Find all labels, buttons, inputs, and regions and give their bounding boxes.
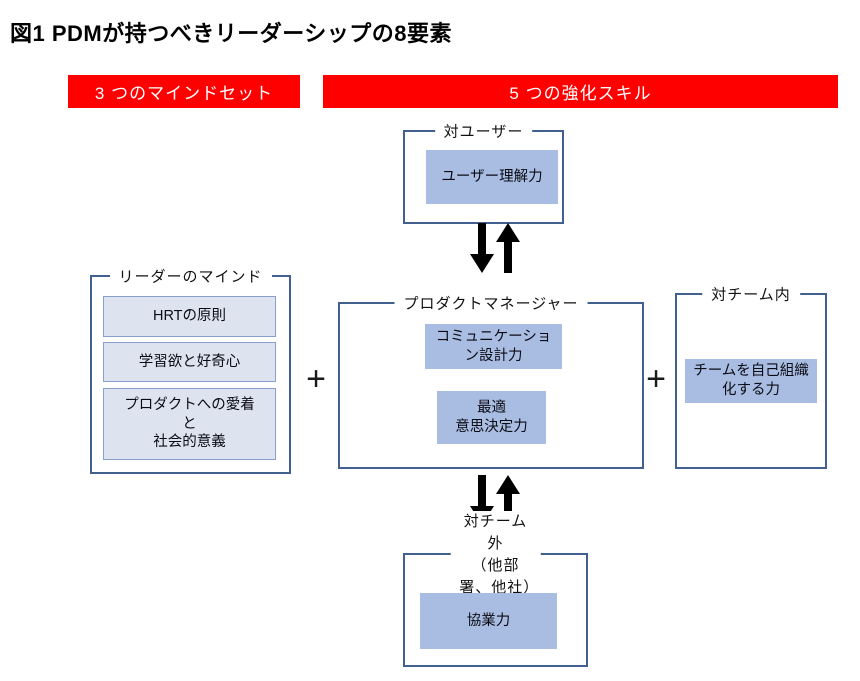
group-product-manager-label: プロダクトマネージャー [394,292,588,314]
group-user-label: 対ユーザー [434,120,533,142]
group-product-manager: プロダクトマネージャー コミュニケーショ ン設計力 最適 意思決定力 [338,292,644,469]
group-user: 対ユーザー ユーザー理解力 [403,120,564,224]
figure-title: 図1 PDMが持つべきリーダーシップの8要素 [10,21,453,46]
mindset-hrt-principle: HRTの原則 [103,296,276,337]
mindset-curiosity: 学習欲と好奇心 [103,342,276,382]
skill-collaboration: 協業力 [420,593,557,649]
skill-communication-design: コミュニケーショ ン設計力 [425,324,562,369]
skill-optimal-decision: 最適 意思決定力 [437,391,546,444]
skill-user-understanding: ユーザー理解力 [426,150,558,204]
group-team-external: 対チーム外 （他部署、他社） 協業力 [403,511,588,667]
header-skills-label: 5 つの強化スキル [509,84,652,103]
mindset-product-attachment: プロダクトへの愛着 と 社会的意義 [103,388,276,460]
skill-team-self-organize: チームを自己組織 化する力 [685,359,817,403]
group-team-external-label: 対チーム外 （他部署、他社） [450,511,541,599]
group-team-internal-label: 対チーム内 [702,283,800,305]
header-mindset-label: 3 つのマインドセット [94,84,274,103]
header-skills-bar: 5 つの強化スキル [323,75,838,108]
group-team-internal: 対チーム内 チームを自己組織 化する力 [675,283,827,469]
group-leader-mind: リーダーのマインド HRTの原則 学習欲と好奇心 プロダクトへの愛着 と 社会的… [90,265,291,474]
group-leader-mind-label: リーダーのマインド [109,265,272,287]
header-mindset-bar: 3 つのマインドセット [68,75,300,108]
plus-operator-right: + [646,359,666,398]
arrow-down-up-icon-top [470,223,520,273]
plus-operator-left: + [306,359,326,398]
